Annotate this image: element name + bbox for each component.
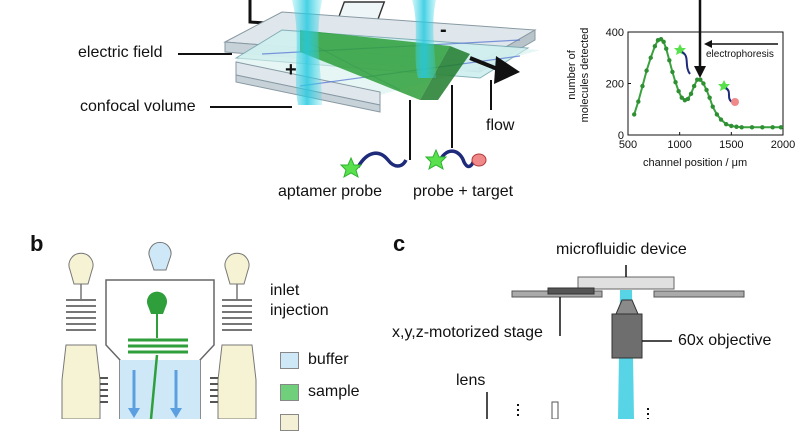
sample-legend-label: sample: [308, 383, 360, 400]
figure-graphics: 500 1000 1500 2000 0 200 400: [61, 0, 796, 419]
fluorophore-star-icon: [339, 156, 363, 179]
third-swatch: [280, 413, 299, 431]
data-point: [734, 124, 739, 129]
data-point: [664, 46, 669, 51]
data-point: [701, 81, 706, 86]
data-point: [749, 125, 755, 130]
data-point: [673, 80, 678, 85]
data-point: [707, 95, 712, 100]
data-point: [667, 58, 672, 63]
data-point: [710, 104, 715, 109]
sample-stream: [300, 30, 450, 100]
data-point: [679, 95, 684, 100]
inlet-bulb-right: [222, 252, 252, 331]
x-tick-label: 1000: [667, 139, 691, 151]
microfluidic-device-label: microfluidic device: [556, 241, 687, 258]
plus-electrode-label: +: [285, 59, 297, 81]
x-tick-label: 2000: [771, 139, 795, 151]
confocal-beam-right: [412, 0, 436, 78]
panel-b-letter: b: [30, 231, 44, 256]
data-point: [691, 83, 697, 89]
buffer-legend-label: buffer: [308, 351, 349, 368]
objective-body: [611, 313, 643, 359]
optics-schematic: [486, 265, 745, 419]
data-point: [652, 43, 658, 49]
confocal-volume-label: confocal volume: [80, 98, 196, 115]
data-point: [685, 96, 691, 102]
data-point: [723, 121, 729, 127]
lens-label: lens: [456, 372, 486, 389]
aptamer-probe-label: aptamer probe: [278, 183, 383, 200]
inlet-bulb-left: [66, 252, 96, 331]
inlet-bulb-center: [148, 241, 172, 271]
data-point: [644, 68, 649, 73]
y-tick-label: 400: [606, 27, 624, 39]
y-tick-label: 0: [618, 130, 624, 142]
flow-arrow: [494, 56, 520, 84]
data-point: [729, 123, 734, 129]
target-molecule-icon: [471, 153, 487, 167]
data-point: [632, 112, 637, 117]
stage-right: [653, 290, 745, 298]
fluorophore-star-icon-2: [424, 148, 448, 171]
data-point: [718, 117, 724, 122]
injection-label: injection: [270, 302, 329, 319]
sample-swatch: [280, 383, 299, 401]
data-point: [760, 125, 765, 130]
side-channel-left: [61, 344, 101, 419]
legend-item-third: [280, 412, 308, 432]
x-tick-label: 1500: [719, 139, 743, 151]
electrophoresis-annotation: electrophoresis: [706, 49, 774, 60]
data-point: [778, 125, 784, 130]
channel-schematic: [178, 0, 540, 179]
chip-schematic: [61, 241, 257, 419]
data-point: [770, 125, 775, 130]
y-tick-label: 200: [606, 79, 624, 91]
electric-field-label: electric field: [78, 44, 163, 61]
data-point: [704, 87, 709, 93]
ylabel-line-1: number of: [566, 50, 578, 100]
flow-label: flow: [486, 117, 515, 134]
data-point: [739, 125, 744, 130]
data-point: [640, 83, 645, 89]
legend-item-buffer: buffer: [280, 350, 349, 370]
probe-target-label: probe + target: [413, 183, 514, 200]
data-point: [648, 55, 653, 60]
ylabel-line-2: molecules detected: [579, 27, 591, 123]
electrophoresis-chart: 500 1000 1500 2000 0 200 400: [606, 27, 796, 151]
data-point: [714, 112, 720, 117]
motorized-stage-label: x,y,z-motorized stage: [392, 324, 543, 341]
chart-x-axis-label: channel position / μm: [643, 157, 748, 169]
microfluidic-device: [577, 276, 675, 290]
figure: 500 1000 1500 2000 0 200 400: [30, 0, 796, 431]
buffer-swatch: [280, 351, 299, 369]
data-point: [670, 69, 675, 75]
chart-y-axis-label: number of molecules detected: [566, 28, 596, 155]
data-point: [661, 39, 666, 44]
data-point: [636, 99, 641, 104]
inlet-label: inlet: [270, 282, 300, 299]
data-point: [688, 91, 694, 97]
panel-c-letter: c: [393, 231, 406, 256]
side-channel-right: [217, 344, 257, 419]
objective-label: 60x objective: [678, 332, 772, 349]
data-point: [695, 77, 700, 82]
minus-electrode-label: -: [440, 19, 447, 41]
legend-item-sample: sample: [280, 382, 360, 402]
confocal-beam-left: [292, 0, 322, 105]
data-point: [676, 89, 681, 94]
data-point: [698, 77, 703, 82]
x-tick-label: 500: [619, 139, 637, 151]
